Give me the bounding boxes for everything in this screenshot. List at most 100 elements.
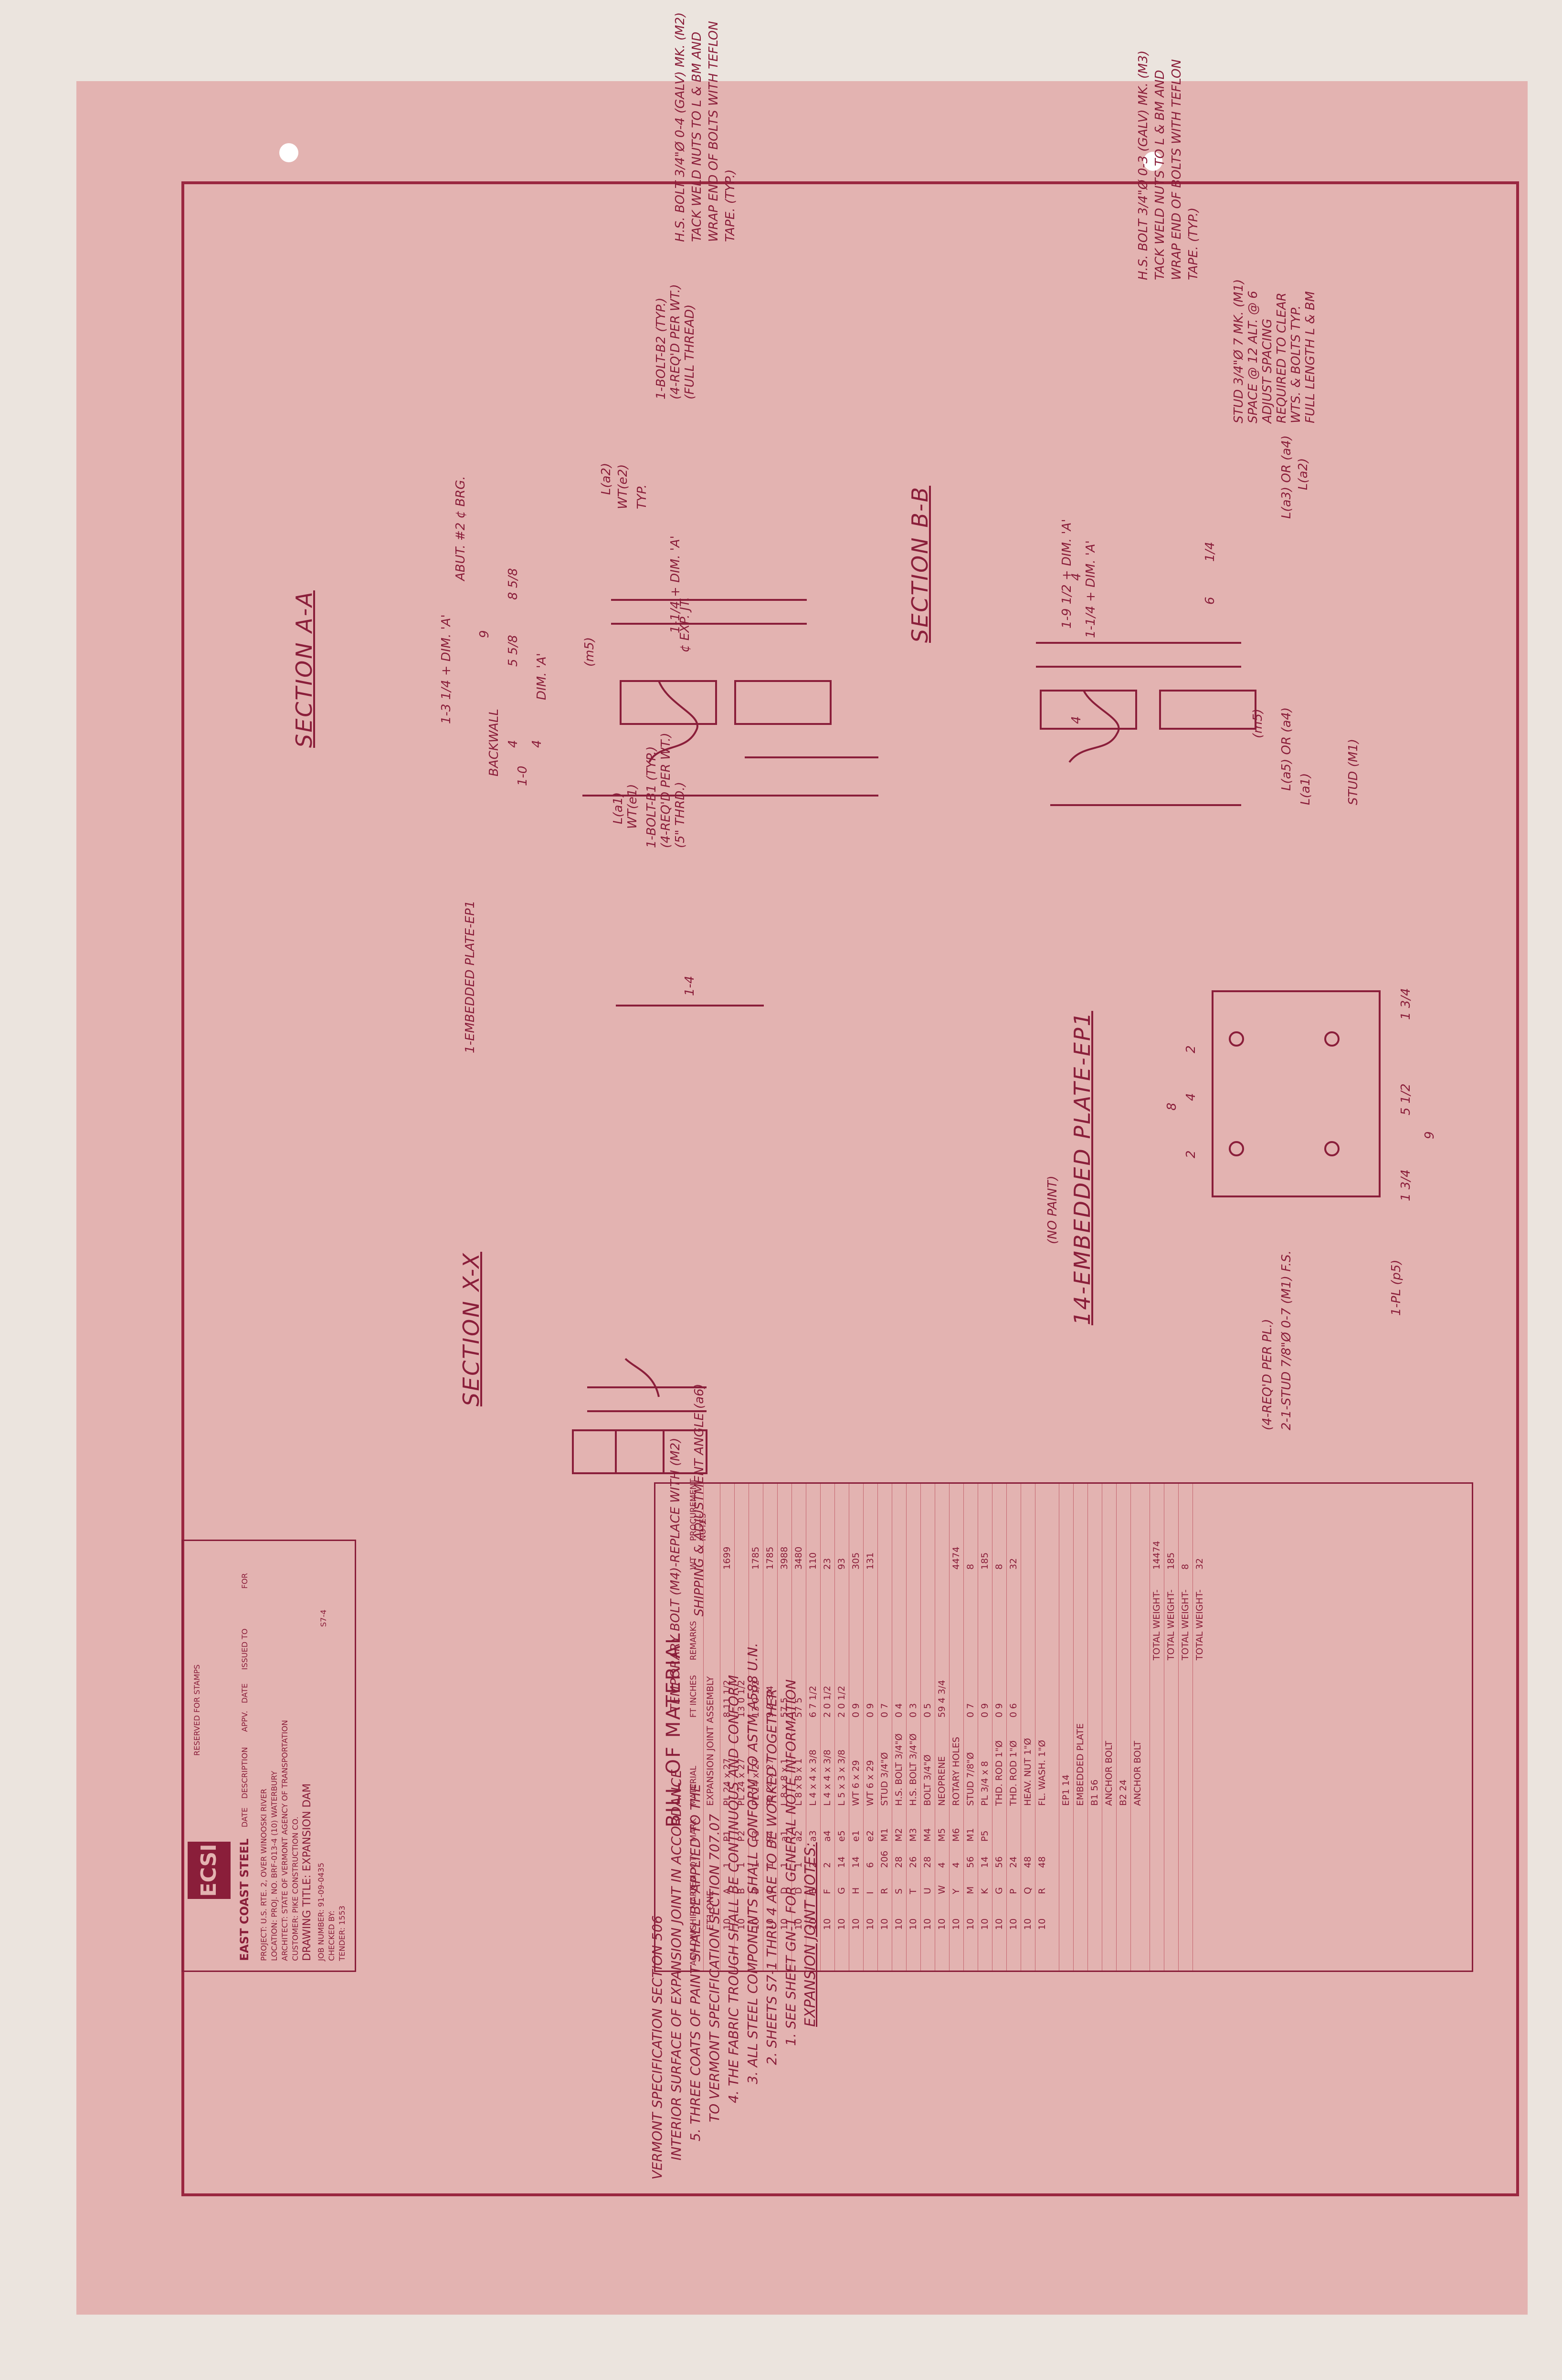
bom-header-wt: WT [689,1556,698,1570]
bom-cell-mark: M6 [951,1828,961,1842]
bom-cell-item: M [965,1886,976,1894]
bom-cell-material: STUD 7/8"Ø [965,1752,976,1806]
bom-cell-wt: 110 [808,1552,818,1570]
bom-cell-length: 6 7 1/2 [808,1686,818,1718]
bom-cell-mark: M4 [922,1828,933,1842]
note-5-cont: INTERIOR SURFACE OF EXPANSION JOINT IN A… [668,1769,684,2160]
bom-cell-ship: 10 [851,1918,861,1930]
bom-cell-item: R [879,1887,890,1894]
bom-cell-item: U [922,1887,933,1894]
bom-cell-material: STUD 3/4"Ø [879,1752,890,1806]
bom-cell-qty: 4 [951,1862,961,1868]
bom-cell-wt: 93 [836,1558,847,1570]
bom-total-value: 14474 [1151,1541,1162,1570]
bom-cell-mark: M1 [965,1828,976,1842]
bom-cell-wt: 3480 [793,1546,804,1570]
bom-cell-length: 0 9 [980,1703,990,1718]
rev-header-issued-to: ISSUED TO [240,1628,249,1670]
title-block: ECSI EAST COAST STEEL RESERVED FOR STAMP… [181,1540,356,1972]
bom-cell-mark: M3 [908,1828,918,1842]
bom-cell-ship: 10 [822,1918,833,1930]
bom-header-length: FT INCHES [689,1675,698,1718]
bom-cell-wt: 185 [980,1552,990,1570]
bom-header-remarks: REMARKS [689,1621,698,1660]
bom-cell-qty: 56 [994,1856,1004,1868]
bom-total-row: TOTAL WEIGHT-32 [1193,1484,1207,1971]
bom-cell-length: 0 3 [908,1703,918,1718]
bom-cell-qty: 14 [836,1856,847,1868]
bom-cell-item: G [994,1887,1004,1894]
bom-group-label: B1 56 [1087,1484,1102,1971]
bom-cell-item: H [851,1887,861,1894]
bom-cell-material: L 4 x 4 x 3/8 [822,1749,833,1806]
bom-cell-mark: M2 [894,1828,904,1842]
bom-cell-mark: a3 [808,1830,818,1842]
bom-cell-ship: 10 [1037,1918,1047,1930]
bom-cell-qty: 206 [879,1850,890,1868]
bom-cell-length: 0 9 [851,1703,861,1718]
bom-cell-ship: 10 [965,1918,976,1930]
bom-cell-wt: 23 [822,1558,833,1570]
rev-header-description: DESCRIPTION [240,1747,249,1799]
bom-cell-item: R [1037,1887,1047,1894]
tender: TENDER: 1553 [338,1905,347,1961]
bom-cell-qty: 14 [851,1856,861,1868]
bom-cell-mark: P5 [980,1830,990,1842]
bom-cell-length: 0 4 [894,1703,904,1718]
bom-cell-qty: 48 [1023,1856,1033,1868]
sheet-number: S7-4 [319,1609,328,1627]
bom-cell-length: 0 7 [879,1703,890,1718]
bom-cell-ship: 10 [1023,1918,1033,1930]
bom-cell-wt: 32 [1008,1558,1019,1570]
bom-cell-ship: 10 [894,1918,904,1930]
rev-header-date: DATE [240,1807,249,1827]
bom-cell-wt: 4474 [951,1546,961,1570]
bom-cell-mark: M5 [937,1828,947,1842]
notes-title: EXPANSION JOINT NOTES: [802,1842,819,2027]
bom-cell-length: 59 4 3/4 [937,1680,947,1718]
bom-total-label: TOTAL WEIGHT- [1180,1589,1191,1660]
bom-cell-wt: 131 [865,1552,876,1570]
bom-cell-item: F [822,1889,833,1894]
bom-cell-wt: 8 [965,1563,976,1570]
bom-assembly-description: EXPANSION JOINT ASSEMBLY [705,1676,716,1806]
bom-cell-qty: 4 [937,1862,947,1868]
note-1: 1. SEE SHEET GN-1 FOR GENERAL NOTE INFOR… [783,1679,799,2046]
bom-group-label: B2 24 [1116,1484,1131,1971]
bom-group-label: ANCHOR BOLT [1102,1484,1117,1971]
drawing-sheet [76,81,1528,2315]
rev-header-date-2: DATE [240,1683,249,1703]
bom-cell-length: 0 7 [965,1703,976,1718]
bom-cell-item: I [865,1891,876,1894]
bom-total-label: TOTAL WEIGHT- [1166,1589,1176,1660]
bom-cell-length: 0 5 [922,1703,933,1718]
bom-group-label-text: B2 24 [1118,1779,1129,1806]
company-logo: ECSI [188,1842,231,1899]
punch-hole [1143,152,1162,171]
bom-group-label-text: ANCHOR BOLT [1104,1740,1114,1806]
bom-cell-material: BOLT 3/4"Ø [922,1754,933,1806]
bom-cell-qty: 2 [822,1862,833,1868]
bom-cell-item: T [908,1888,918,1894]
bom-cell-ship: 10 [908,1918,918,1930]
bom-cell-mark: e2 [865,1830,876,1842]
bom-cell-qty: 26 [908,1856,918,1868]
note-4-cont: TO VERMONT SPECIFICATION SECTION 707.07 [707,1814,722,2122]
bom-cell-material: H.S. BOLT 3/4"Ø [894,1733,904,1806]
bom-total-row: TOTAL WEIGHT-8 [1178,1484,1193,1971]
drawing-border [181,181,1519,2196]
bom-cell-ship: 10 [865,1918,876,1930]
